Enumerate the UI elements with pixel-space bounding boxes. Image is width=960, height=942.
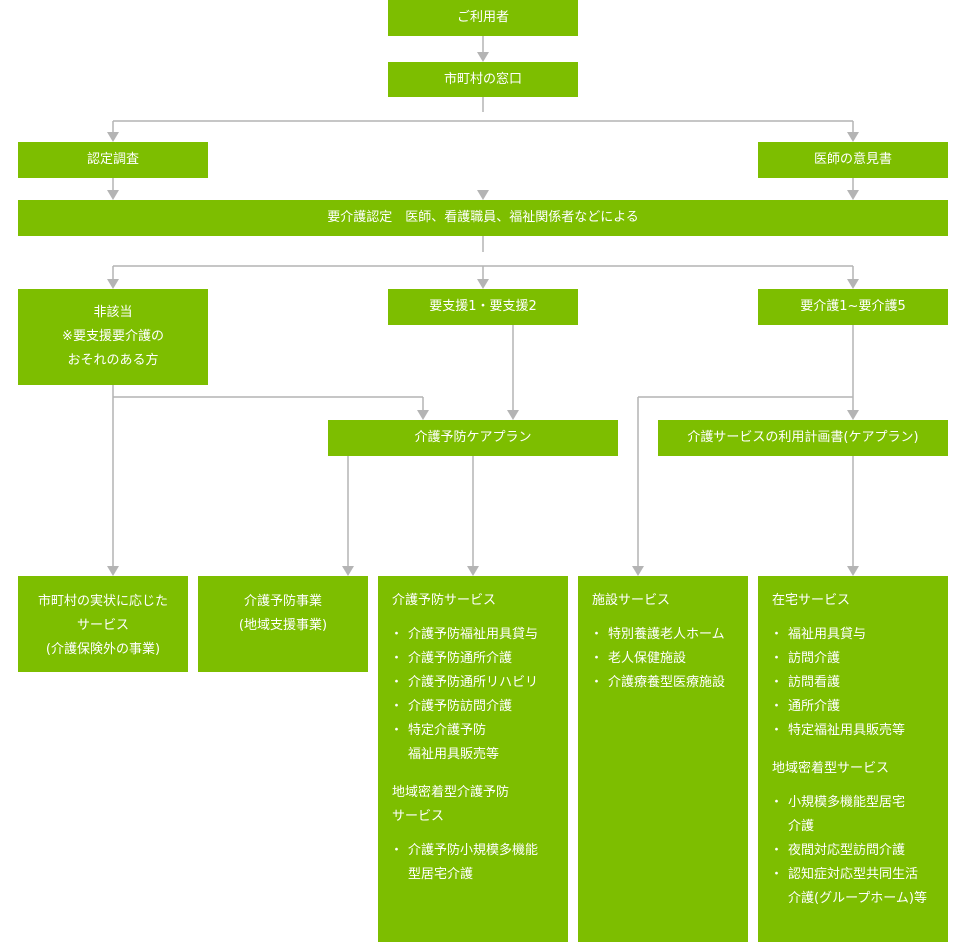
list-item: 介護療養型医療施設 xyxy=(590,671,748,695)
facility-services-heading: 施設サービス xyxy=(592,593,671,608)
list-item: 特別養護老人ホーム xyxy=(590,623,748,647)
prevention-care-plan-label: 介護予防ケアプラン xyxy=(414,430,532,445)
user-label: ご利用者 xyxy=(456,10,509,25)
home-services-heading: 在宅サービス xyxy=(772,593,851,608)
arrowhead-3 xyxy=(847,132,859,142)
list-item-line1: 夜間対応型訪問介護 xyxy=(788,843,906,858)
list-item-line1: 小規模多機能型居宅 xyxy=(788,795,906,810)
arrowhead-11 xyxy=(847,410,859,420)
facility-services-node: 施設サービス 特別養護老人ホーム 老人保健施設 介護療養型医療施設 xyxy=(578,576,748,942)
arrowhead-14 xyxy=(467,566,479,576)
home-services-list: 福祉用具貸与 訪問介護 訪問看護 通所介護 特定福祉用具販売等 xyxy=(770,623,948,743)
user-node: ご利用者 xyxy=(388,0,578,36)
arrowhead-4 xyxy=(107,190,119,200)
list-item: 介護予防訪問介護 xyxy=(390,695,568,719)
list-item-line2: 型居宅介護 xyxy=(408,867,474,882)
prevention-community-heading-line1: 地域密着型介護予防 xyxy=(392,785,510,800)
list-item: 認知症対応型共同生活 介護(グループホーム)等 xyxy=(770,863,948,911)
prevention-care-plan-node: 介護予防ケアプラン xyxy=(328,420,618,456)
arrowhead-2 xyxy=(107,132,119,142)
arrowhead-10 xyxy=(507,410,519,420)
list-item: 小規模多機能型居宅 介護 xyxy=(770,791,948,839)
list-item: 介護予防通所介護 xyxy=(390,647,568,671)
list-item: 夜間対応型訪問介護 xyxy=(770,839,948,863)
municipal-services-line1: 市町村の実状に応じた xyxy=(37,594,168,609)
not-applicable-node: 非該当 ※要支援要介護の おそれのある方 xyxy=(18,289,208,385)
prevention-project-line1: 介護予防事業 xyxy=(243,594,322,609)
certification-survey-node: 認定調査 xyxy=(18,142,208,178)
prevention-services-heading: 介護予防サービス xyxy=(392,593,497,608)
certification-survey-label: 認定調査 xyxy=(86,152,139,167)
municipal-window-label: 市町村の窓口 xyxy=(443,71,522,87)
prevention-services-node: 介護予防サービス 介護予防福祉用具貸与 介護予防通所介護 介護予防通所リハビリ … xyxy=(378,576,568,942)
arrowhead-5 xyxy=(847,190,859,200)
arrowhead-6 xyxy=(107,279,119,289)
list-item: 老人保健施設 xyxy=(590,647,748,671)
list-item-line1: 特定介護予防 xyxy=(408,723,487,738)
not-applicable-note-line2: おそれのある方 xyxy=(67,353,159,368)
prevention-community-list: 介護予防小規模多機能 型居宅介護 xyxy=(390,839,568,887)
home-community-heading: 地域密着型サービス xyxy=(772,761,890,776)
arrowhead-7 xyxy=(477,279,489,289)
municipal-services-line3: (介護保険外の事業) xyxy=(45,642,161,657)
prevention-project-line2: (地域支援事業) xyxy=(238,618,328,633)
doctor-opinion-label: 医師の意見書 xyxy=(813,152,892,167)
list-item: 通所介護 xyxy=(770,695,948,719)
list-item: 訪問介護 xyxy=(770,647,948,671)
arrowhead-15 xyxy=(632,566,644,576)
list-item: 福祉用具貸与 xyxy=(770,623,948,647)
list-item: 特定福祉用具販売等 xyxy=(770,719,948,743)
list-item-line2: 介護 xyxy=(788,819,815,834)
arrowhead-1 xyxy=(477,190,489,200)
list-item-line2: 介護(グループホーム)等 xyxy=(788,891,927,906)
care-service-plan-label: 介護サービスの利用計画書(ケアプラン) xyxy=(687,430,919,445)
list-item: 介護予防福祉用具貸与 xyxy=(390,623,568,647)
care-certification-label: 要介護認定 医師、看護職員、福祉関係者などによる xyxy=(327,210,639,225)
support-level-node: 要支援1・要支援2 xyxy=(388,289,578,325)
not-applicable-note-line1: ※要支援要介護の xyxy=(62,329,164,344)
arrowhead-12 xyxy=(107,566,119,576)
prevention-community-heading-line2: サービス xyxy=(392,809,445,824)
municipal-services-node: 市町村の実状に応じた サービス (介護保険外の事業) xyxy=(18,576,188,672)
arrowhead-9 xyxy=(417,410,429,420)
support-level-label: 要支援1・要支援2 xyxy=(429,299,537,314)
facility-services-list: 特別養護老人ホーム 老人保健施設 介護療養型医療施設 xyxy=(590,623,748,695)
list-item: 訪問看護 xyxy=(770,671,948,695)
arrowhead-8 xyxy=(847,279,859,289)
home-services-node: 在宅サービス 福祉用具貸与 訪問介護 訪問看護 通所介護 特定福祉用具販売等 地… xyxy=(758,576,948,942)
not-applicable-title: 非該当 xyxy=(93,305,133,320)
doctor-opinion-node: 医師の意見書 xyxy=(758,142,948,178)
arrowhead-13 xyxy=(342,566,354,576)
home-community-list: 小規模多機能型居宅 介護 夜間対応型訪問介護 認知症対応型共同生活 介護(グルー… xyxy=(770,791,948,911)
care-service-plan-node: 介護サービスの利用計画書(ケアプラン) xyxy=(658,420,948,456)
list-item: 介護予防通所リハビリ xyxy=(390,671,568,695)
list-item-line2: 福祉用具販売等 xyxy=(408,747,500,762)
prevention-services-list: 介護予防福祉用具貸与 介護予防通所介護 介護予防通所リハビリ 介護予防訪問介護 … xyxy=(390,623,568,767)
arrowhead-0 xyxy=(477,52,489,62)
list-item-line1: 認知症対応型共同生活 xyxy=(788,867,919,882)
arrowhead-16 xyxy=(847,566,859,576)
municipal-window-node: 市町村の窓口 xyxy=(388,62,578,97)
care-certification-node: 要介護認定 医師、看護職員、福祉関係者などによる xyxy=(18,200,948,236)
care-level-node: 要介護1~要介護5 xyxy=(758,289,948,325)
prevention-project-node: 介護予防事業 (地域支援事業) xyxy=(198,576,368,672)
municipal-services-line2: サービス xyxy=(76,618,129,633)
list-item: 特定介護予防 福祉用具販売等 xyxy=(390,719,568,767)
care-level-label: 要介護1~要介護5 xyxy=(800,299,906,314)
list-item-line1: 介護予防小規模多機能 xyxy=(408,843,539,858)
list-item: 介護予防小規模多機能 型居宅介護 xyxy=(390,839,568,887)
